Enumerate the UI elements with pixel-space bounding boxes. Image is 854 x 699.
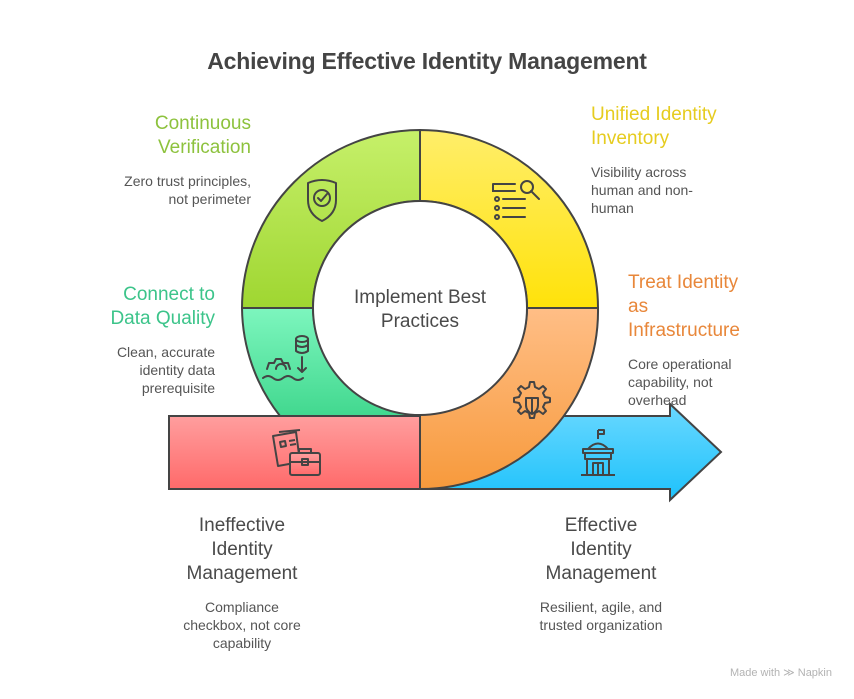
label-effective-identity-management: Effective Identity Management Resilient,…	[501, 514, 701, 634]
title-line: Identity	[570, 539, 632, 560]
credit-prefix: Made with	[729, 667, 781, 679]
title-line: Unified Identity	[591, 104, 717, 125]
title-line: Identity	[211, 539, 273, 560]
title-line: Data Quality	[110, 308, 215, 329]
segment-description: Core operational capability, not overhea…	[628, 355, 828, 409]
page-title: Achieving Effective Identity Management	[207, 48, 647, 74]
title-line: Connect to	[123, 284, 215, 305]
label-unified-identity-inventory: Unified Identity Inventory Visibility ac…	[591, 103, 791, 217]
credit-brand: Napkin	[797, 667, 832, 679]
desc-line: human and non-	[591, 182, 693, 198]
desc-line: checkbox, not core	[183, 617, 301, 633]
shield-check-icon	[307, 179, 337, 222]
label-connect-to-data-quality: Connect to Data Quality Clean, accurate …	[40, 283, 215, 397]
government-building-icon	[581, 429, 615, 476]
desc-line: overhead	[628, 392, 687, 408]
end-description: Resilient, agile, and trusted organizati…	[501, 598, 701, 634]
desc-line: capability, not	[628, 374, 713, 390]
gear-shield-icon	[513, 381, 551, 419]
title-line: Effective	[564, 515, 638, 536]
start-title: Ineffective Identity Management	[142, 514, 342, 586]
desc-line: prerequisite	[141, 380, 215, 396]
desc-line: Core operational	[628, 356, 732, 372]
hub-circle	[312, 200, 528, 416]
title-line: Continuous	[154, 113, 251, 134]
title-line: as	[628, 296, 649, 317]
desc-line: Zero trust principles,	[124, 173, 251, 189]
desc-line: human	[591, 200, 634, 216]
title-line: Infrastructure	[628, 320, 740, 341]
desc-line: Clean, accurate	[116, 344, 215, 360]
desc-line: not perimeter	[168, 191, 251, 207]
hub-label-line1: Implement Best	[354, 287, 486, 308]
title-line: Ineffective	[198, 515, 286, 536]
label-ineffective-identity-management: Ineffective Identity Management Complian…	[142, 514, 342, 652]
segment-description: Zero trust principles, not perimeter	[60, 172, 251, 208]
title-line: Management	[186, 563, 298, 584]
segment-description: Clean, accurate identity data prerequisi…	[40, 343, 215, 397]
database-gear-icon	[262, 335, 309, 381]
desc-line: Resilient, agile, and	[539, 599, 663, 615]
made-with-napkin-credit[interactable]: Made with ≫ Napkin	[730, 666, 832, 679]
title-line: Treat Identity	[628, 272, 739, 293]
label-treat-identity-as-infrastructure: Treat Identity as Infrastructure Core op…	[628, 271, 828, 409]
desc-line: capability	[212, 635, 272, 651]
start-description: Compliance checkbox, not core capability	[142, 598, 342, 652]
desc-line: identity data	[139, 362, 216, 378]
napkin-logo-icon: ≫	[783, 667, 795, 679]
segment-description: Visibility across human and non- human	[591, 163, 791, 217]
hub-label-line2: Practices	[380, 311, 460, 332]
segment-title: Continuous Verification	[60, 112, 251, 160]
desc-line: trusted organization	[539, 617, 663, 633]
title-line: Management	[545, 563, 657, 584]
list-search-icon	[492, 180, 540, 220]
desc-line: Compliance	[205, 599, 279, 615]
documents-briefcase-icon	[272, 429, 321, 476]
segment-title: Unified Identity Inventory	[591, 103, 791, 151]
end-title: Effective Identity Management	[501, 514, 701, 586]
hub-label: Implement Best Practices	[320, 286, 520, 334]
label-continuous-verification: Continuous Verification Zero trust princ…	[60, 112, 251, 208]
segment-title: Connect to Data Quality	[40, 283, 215, 331]
title-line: Verification	[158, 137, 251, 158]
desc-line: Visibility across	[591, 164, 687, 180]
segment-title: Treat Identity as Infrastructure	[628, 271, 828, 343]
title-line: Inventory	[591, 128, 670, 149]
